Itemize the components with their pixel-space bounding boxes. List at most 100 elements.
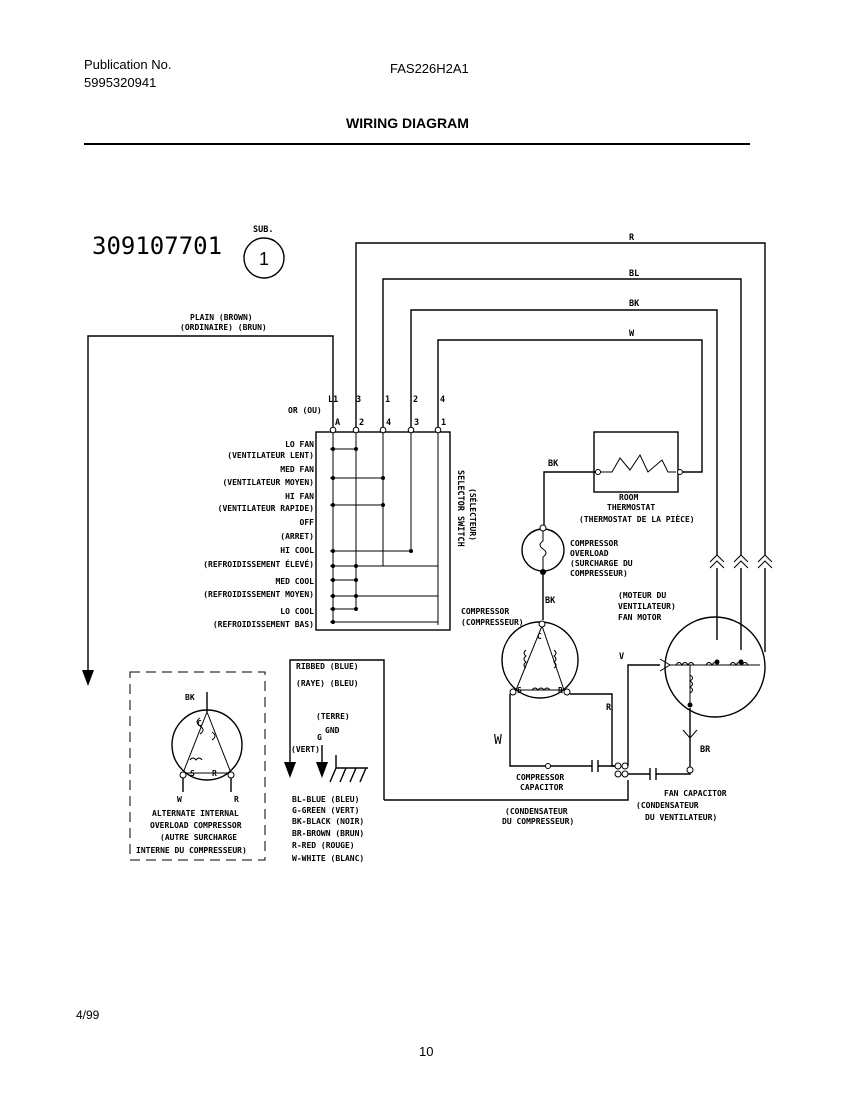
connector-chevrons xyxy=(709,554,773,652)
switch-position: (VENTILATEUR RAPIDE) xyxy=(218,504,314,513)
br-label: BR xyxy=(700,745,711,755)
overload-label: (SURCHARGE DU xyxy=(570,559,633,568)
alt-overload-label: (AUTRE SURCHARGE xyxy=(160,833,237,842)
ground-symbol xyxy=(321,745,368,783)
selector-switch-label-fr: (SÉLECTEUR) xyxy=(468,488,479,541)
plain-label: PLAIN (BROWN) xyxy=(190,313,253,322)
wire-label-bk: BK xyxy=(629,299,640,309)
thermostat-symbol xyxy=(600,453,676,473)
compressor-capacitor-label-fr: (CONDENSATEUR xyxy=(505,807,568,816)
terminals-bottom: A 2 4 3 1 xyxy=(335,418,446,428)
or-label: OR (OU) xyxy=(288,406,322,415)
terminal-top-label: 1 xyxy=(385,395,390,405)
page-number: 10 xyxy=(419,1044,434,1059)
wire-compressor-r xyxy=(570,693,621,767)
overload-label: OVERLOAD xyxy=(570,549,609,558)
compressor-capacitor-label-fr: DU COMPRESSEUR) xyxy=(502,817,574,826)
title-rule xyxy=(84,143,750,145)
sub-number: 1 xyxy=(259,249,269,269)
switch-position: MED FAN xyxy=(280,465,314,474)
sub-circle xyxy=(243,237,285,279)
terminal-bottom-label: 2 xyxy=(359,418,364,428)
compressor-windings xyxy=(515,625,565,691)
terminal-top-label: 2 xyxy=(413,395,418,405)
w-label: W xyxy=(494,733,502,748)
wire-white xyxy=(437,339,703,473)
terminal-bottom-label: 1 xyxy=(441,418,446,428)
legend-entry: G-GREEN (VERT) xyxy=(292,806,359,815)
part-number: 309107701 xyxy=(92,232,222,260)
switch-positions: LO FAN (VENTILATEUR LENT) MED FAN (VENTI… xyxy=(203,440,314,629)
overload-element xyxy=(539,529,547,571)
terminal-top-label: 3 xyxy=(356,395,361,405)
bk-label: BK xyxy=(548,459,559,469)
overload-label: COMPRESSEUR) xyxy=(570,569,628,578)
footer-date: 4/99 xyxy=(76,1008,100,1022)
top-wires xyxy=(355,242,766,555)
switch-position: (REFROIDISSEMENT ÉLEVÉ) xyxy=(203,558,314,569)
legend-entry: BL-BLUE (BLEU) xyxy=(292,795,359,804)
wire-ribbed-blue xyxy=(289,659,385,800)
terminal-bottom-label: 4 xyxy=(386,418,391,428)
overload-label: COMPRESSOR xyxy=(570,539,618,548)
compressor-terminal-s: S xyxy=(517,686,522,695)
page-title: WIRING DIAGRAM xyxy=(346,115,469,131)
publication-label: Publication No. xyxy=(84,57,172,72)
publication-number: 5995320941 xyxy=(84,75,157,90)
wire-brown-plain xyxy=(87,335,334,675)
room-thermostat-label: THERMOSTAT xyxy=(607,503,655,512)
sub-label: SUB. xyxy=(253,225,273,235)
ground-label: G xyxy=(317,733,322,742)
terminal-bottom-label: A xyxy=(335,418,340,428)
compressor-label: COMPRESSOR xyxy=(461,607,509,616)
fan-capacitor-label: (CONDENSATEUR xyxy=(636,801,699,810)
wire-label-w: W xyxy=(629,329,635,339)
switch-position: OFF xyxy=(300,518,315,527)
r-label: R xyxy=(606,703,612,713)
fan-capacitor-label: DU VENTILATEUR) xyxy=(645,813,717,822)
legend-entry: W-WHITE (BLANC) xyxy=(292,854,364,863)
selector-switch-label: SELECTOR SWITCH xyxy=(455,470,465,547)
color-legend: BL-BLUE (BLEU) G-GREEN (VERT) BK-BLACK (… xyxy=(292,795,364,863)
switch-position: (REFROIDISSEMENT BAS) xyxy=(213,620,314,629)
fan-motor-label: VENTILATEUR) xyxy=(618,602,676,611)
switch-position: (VENTILATEUR LENT) xyxy=(227,451,314,460)
switch-internals xyxy=(330,433,439,625)
alt-compressor-circle xyxy=(171,709,243,781)
alt-terminal-c: C xyxy=(197,719,202,728)
room-thermostat-label: ROOM xyxy=(619,493,638,502)
compressor-label: (COMPRESSEUR) xyxy=(461,618,524,627)
fan-motor-internal xyxy=(670,664,760,705)
wire-blue xyxy=(382,278,742,555)
fan-capacitor-label: FAN CAPACITOR xyxy=(664,789,727,798)
switch-position: (ARRET) xyxy=(280,532,314,541)
fan-motor-label: (MOTEUR DU xyxy=(618,591,666,600)
alt-terminal-r: R xyxy=(212,769,217,778)
alt-overload-label: ALTERNATE INTERNAL xyxy=(152,809,239,818)
ground-label: GND xyxy=(325,726,340,735)
ribbed-label: (RAYE) (BLEU) xyxy=(296,679,359,688)
wire-compressor-s xyxy=(509,694,592,767)
ground-label: (VERT) xyxy=(291,745,320,754)
fan-motor-label: FAN MOTOR xyxy=(618,613,662,622)
alt-bottom-w: W xyxy=(177,795,182,804)
compressor-terminal-c: C xyxy=(537,632,542,641)
model-number: FAS226H2A1 xyxy=(390,61,469,76)
wire-label-r: R xyxy=(629,233,635,243)
compressor-terminal-r: R xyxy=(558,686,563,695)
compressor-capacitor-label: COMPRESSOR xyxy=(516,773,564,782)
wire-v xyxy=(627,664,660,766)
fan-motor-circle xyxy=(664,616,766,718)
legend-entry: R-RED (ROUGE) xyxy=(292,841,355,850)
legend-entry: BR-BROWN (BRUN) xyxy=(292,829,364,838)
switch-position: HI FAN xyxy=(285,492,314,501)
alt-overload-box xyxy=(129,671,266,861)
switch-position: (VENTILATEUR MOYEN) xyxy=(222,478,314,487)
alt-bk-label: BK xyxy=(185,693,195,702)
switch-terminal-dots xyxy=(329,426,442,434)
ground-label: (TERRE) xyxy=(316,712,350,721)
switch-position: HI COOL xyxy=(280,546,314,555)
alt-overload-label: OVERLOAD COMPRESSOR xyxy=(150,821,242,830)
bk-label-2: BK xyxy=(545,596,556,606)
v-label: V xyxy=(619,652,624,662)
